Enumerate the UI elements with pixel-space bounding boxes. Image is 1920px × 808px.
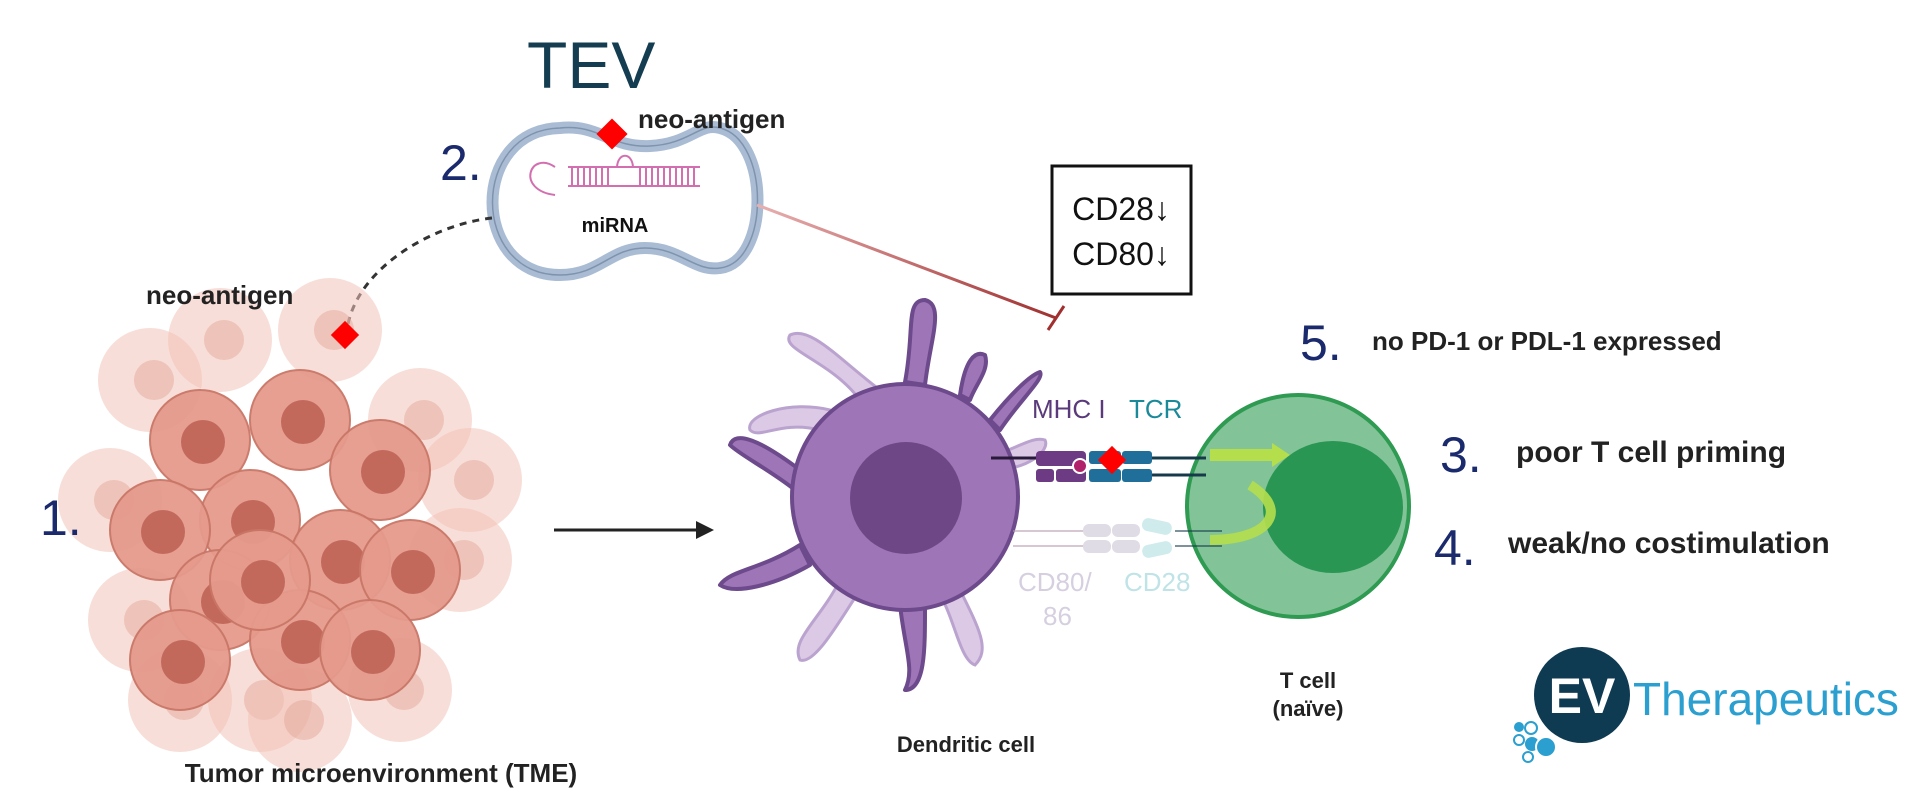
- t-cell: [1185, 393, 1411, 619]
- step-4-text: weak/no costimulation: [1507, 527, 1830, 560]
- tumor-cell: [351, 630, 395, 674]
- tumor-cell: [454, 460, 494, 500]
- mirna-hairpin-icon: [529, 154, 700, 196]
- tumor-cell: [134, 360, 174, 400]
- mirna-label: miRNA: [582, 215, 649, 237]
- step-5-number: 5.: [1300, 315, 1342, 371]
- tumor-cell: [281, 620, 325, 664]
- downregulation-box: CD28↓ CD80↓: [1050, 164, 1193, 296]
- cd80-86-label-line1: CD80/: [1018, 567, 1092, 597]
- tumor-cell: [361, 450, 405, 494]
- ev-therapeutics-logo: EV Therapeutics: [1513, 647, 1899, 763]
- logo-name: Therapeutics: [1633, 673, 1899, 725]
- mhc-label: MHC I: [1032, 394, 1106, 424]
- dendritic-nucleus: [850, 442, 962, 554]
- step-4-number: 4.: [1434, 520, 1476, 576]
- neo-antigen-tumor-label: neo-antigen: [146, 280, 293, 310]
- cd80-cd28-complex: [1013, 518, 1222, 558]
- mhc-tcr-complex: [991, 445, 1206, 482]
- tumor-cell: [204, 320, 244, 360]
- tumor-cell: [181, 420, 225, 464]
- tumor-cell: [141, 510, 185, 554]
- tumor-cell: [404, 400, 444, 440]
- t-cell-label-line2: (naïve): [1273, 696, 1344, 721]
- neo-antigen-vesicle-label: neo-antigen: [638, 104, 785, 134]
- neo-antigen-tumor-marker: [330, 320, 360, 350]
- cd80-down-label: CD80↓: [1072, 236, 1170, 272]
- logo-mark: EV: [1549, 668, 1616, 724]
- tumor-cell: [161, 640, 205, 684]
- inhibition-arrow: [756, 203, 1066, 331]
- dendritic-cell-label: Dendritic cell: [897, 732, 1035, 757]
- dendritic-cell: [718, 298, 1048, 692]
- step-2-number: 2.: [440, 135, 482, 191]
- tumor-cell: [284, 700, 324, 740]
- step-5-text: no PD-1 or PDL-1 expressed: [1372, 326, 1722, 356]
- tme-label: Tumor microenvironment (TME): [185, 758, 577, 788]
- tev-vesicle: [486, 121, 764, 282]
- step-3-number: 3.: [1440, 427, 1482, 483]
- neo-antigen-synapse-marker: [1097, 445, 1127, 475]
- step-1-number: 1.: [40, 490, 82, 546]
- cd80-86-label-line2: 86: [1043, 601, 1072, 631]
- cd28-label: CD28: [1124, 567, 1190, 597]
- presentation-arrow: [554, 521, 714, 539]
- t-cell-nucleus: [1263, 441, 1403, 573]
- step-3-text: poor T cell priming: [1516, 436, 1786, 469]
- tumor-cell: [391, 550, 435, 594]
- tumor-cell: [321, 540, 365, 584]
- t-cell-label-line1: T cell: [1280, 668, 1336, 693]
- tcr-label: TCR: [1129, 394, 1182, 424]
- tumor-cluster: [58, 278, 522, 772]
- cd28-down-label: CD28↓: [1072, 191, 1170, 227]
- tumor-cell: [281, 400, 325, 444]
- tumor-cell: [241, 560, 285, 604]
- title: TEV: [527, 28, 655, 102]
- feedback-arrow-icon: [1209, 480, 1276, 545]
